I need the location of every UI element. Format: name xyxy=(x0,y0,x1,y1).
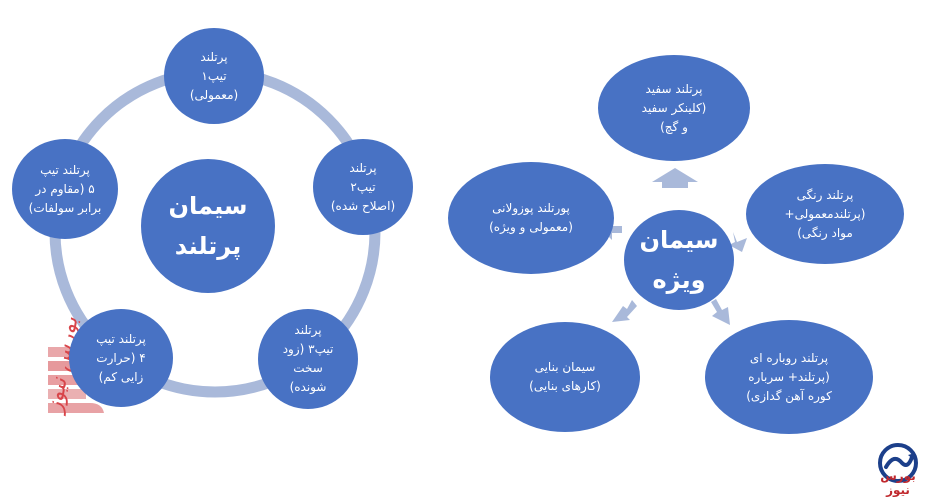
right-node-colored-line-2: (پرتلندمعمولی+ xyxy=(784,206,866,221)
arrow-up xyxy=(652,168,698,188)
right-center-line-2: ویژه xyxy=(652,266,706,294)
left-node-type2-line-1: پرتلند xyxy=(349,160,377,175)
left-node-type1-line-1: پرتلند xyxy=(200,49,228,64)
right-node-masonry-line-2: (کارهای بنایی) xyxy=(529,379,601,393)
right-center-line-1: سیمان xyxy=(639,226,719,254)
right-node-slag-line-2: (پرتلند+ سرباره xyxy=(748,369,830,384)
circle-arrow-logo-icon xyxy=(878,443,918,483)
left-node-type5-line-2: ۵ (مقاوم در xyxy=(35,181,95,196)
left-node-type3-line-4: شونده) xyxy=(289,380,327,394)
right-node-pozzolan-line-1: پورتلند پوزولانی xyxy=(492,201,570,215)
right-node-colored-line-1: پرتلند رنگی xyxy=(796,187,854,202)
arrow-up-right xyxy=(729,232,747,252)
left-node-type3-line-2: تیپ۳ (زود xyxy=(282,342,334,356)
right-node-slag-line-1: پرتلند روباره ای xyxy=(749,350,829,365)
left-node-type5: پرتلند تیپ ۵ (مقاوم در برابر سولفات) xyxy=(12,139,118,239)
left-node-type1-line-2: تیپ۱ xyxy=(201,68,227,83)
left-node-type4-line-1: پرتلند تیپ xyxy=(96,331,146,346)
brand-logo-text: بورس نیوز xyxy=(880,469,916,497)
left-node-type3-line-1: پرتلند xyxy=(294,323,322,337)
right-node-pozzolan: پورتلند پوزولانی (معمولی و ویژه) xyxy=(448,162,614,274)
right-node-slag: پرتلند روباره ای (پرتلند+ سرباره کوره آه… xyxy=(705,320,873,434)
arrow-down-right xyxy=(711,299,730,325)
left-node-type2-line-2: تیپ۲ xyxy=(350,179,376,194)
right-center-circle: سیمان ویژه xyxy=(624,210,734,310)
right-node-masonry-line-1: سیمان بنایی xyxy=(534,360,596,374)
right-node-colored-line-3: مواد رنگی) xyxy=(797,225,853,240)
left-center-circle: سیمان پرتلند xyxy=(141,159,275,293)
left-node-type5-line-3: برابر سولفات) xyxy=(28,200,102,215)
left-node-type4-line-2: ۴ (حرارت xyxy=(96,350,146,365)
left-node-type1: پرتلند تیپ۱ (معمولی) xyxy=(164,28,264,124)
right-node-white: پرتلند سفید (کلینکر سفید و گچ) xyxy=(598,55,750,161)
left-node-type1-line-3: (معمولی) xyxy=(189,87,239,102)
left-node-type2-line-3: (اصلاح شده) xyxy=(330,198,396,213)
left-node-type3-line-3: سخت xyxy=(293,361,323,375)
right-node-white-line-3: و گچ) xyxy=(660,119,688,134)
right-node-white-line-1: پرتلند سفید xyxy=(645,81,703,96)
left-node-type4: پرتلند تیپ ۴ (حرارت زایی کم) xyxy=(69,309,173,407)
left-center-line-1: سیمان xyxy=(168,192,248,220)
left-node-type4-line-3: زایی کم) xyxy=(98,369,144,384)
brand-logo: بورس نیوز xyxy=(868,441,928,497)
left-node-type2: پرتلند تیپ۲ (اصلاح شده) xyxy=(313,139,413,235)
left-node-type5-line-1: پرتلند تیپ xyxy=(40,162,90,177)
left-center-line-2: پرتلند xyxy=(174,232,242,260)
left-node-type3: پرتلند تیپ۳ (زود سخت شونده) xyxy=(258,309,358,409)
right-node-colored: پرتلند رنگی (پرتلندمعمولی+ مواد رنگی) xyxy=(746,164,904,264)
right-node-white-line-2: (کلینکر سفید xyxy=(641,100,707,115)
right-node-masonry: سیمان بنایی (کارهای بنایی) xyxy=(490,322,640,432)
right-node-pozzolan-line-2: (معمولی و ویژه) xyxy=(489,220,573,234)
arrow-down-left xyxy=(612,300,637,322)
right-node-slag-line-3: کوره آهن گدازی) xyxy=(746,388,832,403)
